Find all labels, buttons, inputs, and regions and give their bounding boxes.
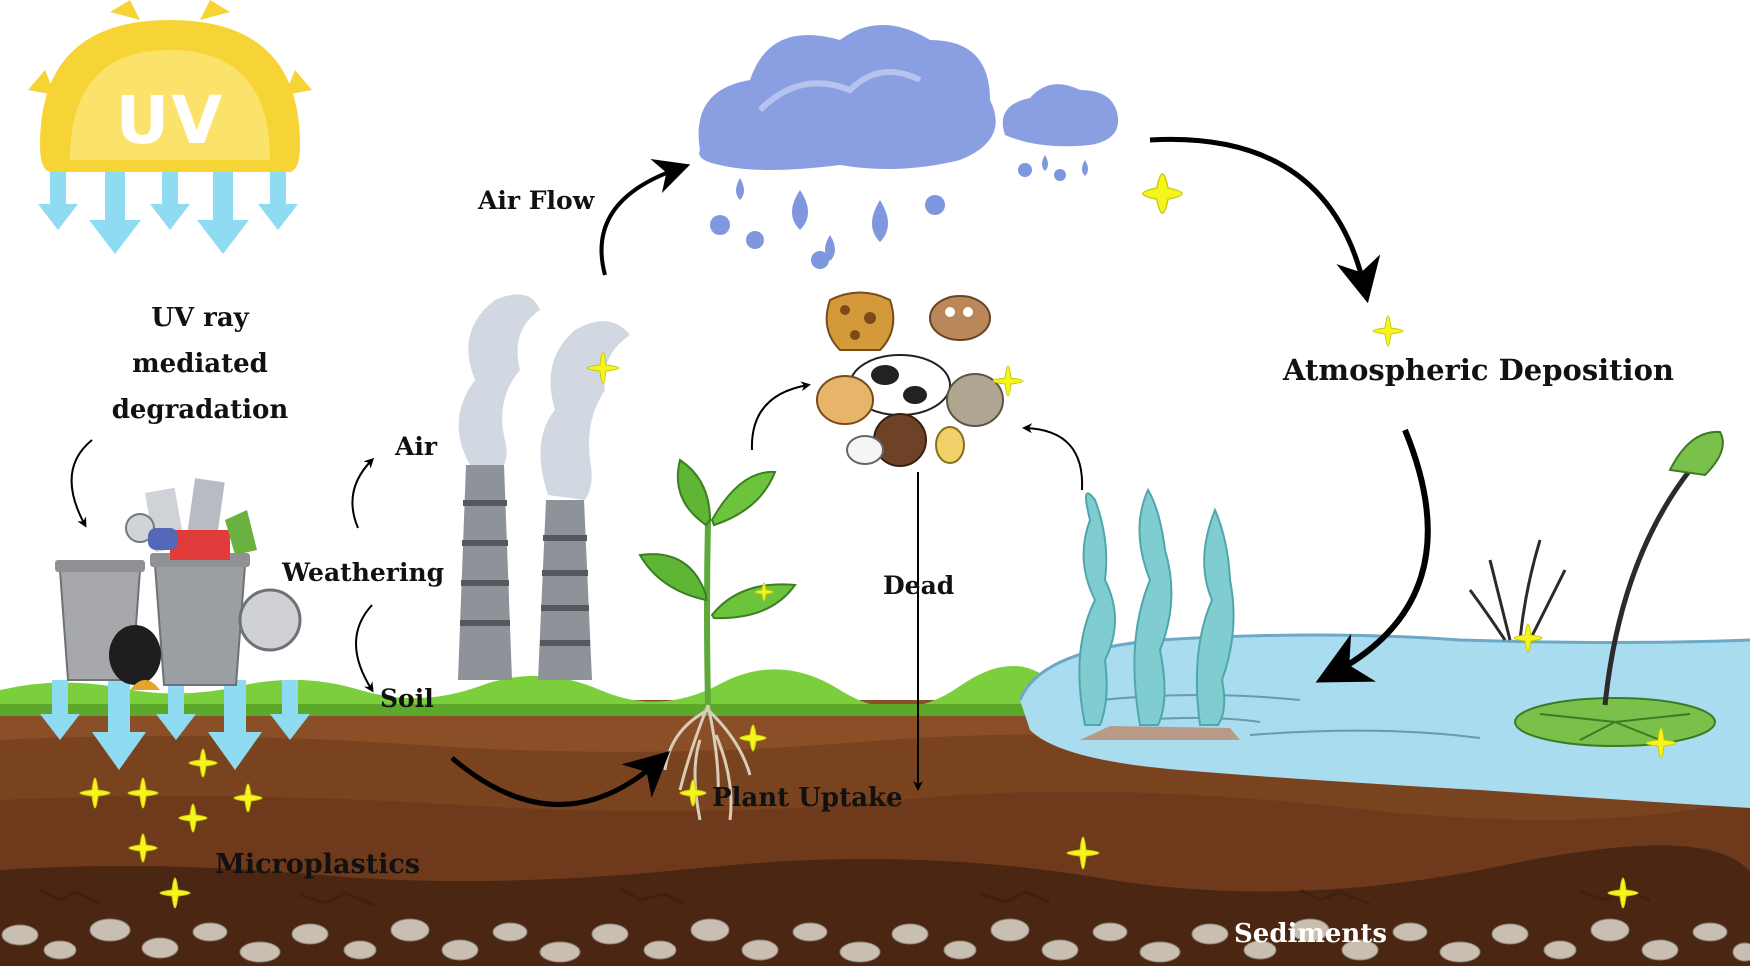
arrow-plant-to-animals: [752, 385, 808, 450]
arrow-seaweed-to-animals: [1025, 428, 1082, 490]
label-weathering: Weathering: [282, 557, 444, 588]
arrow-air-flow: [602, 168, 680, 275]
label-dead: Dead: [883, 570, 954, 601]
label-soil: Soil: [380, 683, 434, 714]
label-uv-degradation: UV ray mediated degradation: [85, 295, 315, 433]
reeds: [1470, 540, 1565, 640]
label-sediments: Sediments: [1234, 918, 1387, 951]
seaweed: [1079, 490, 1233, 725]
trash-cans: [55, 478, 300, 690]
pond: [1020, 432, 1750, 808]
label-atmospheric-deposition: Atmospheric Deposition: [1283, 352, 1674, 388]
animals-cluster: [817, 293, 1003, 467]
arrow-uv-to-trash: [72, 440, 92, 525]
label-uv-degradation-line-2: mediated: [85, 341, 315, 387]
arrow-weathering-to-soil: [356, 605, 372, 690]
label-microplastics: Microplastics: [215, 848, 420, 882]
arrow-weathering-to-air: [352, 460, 372, 528]
clouds: [699, 25, 1119, 269]
grass-strip: [0, 666, 1060, 716]
label-air-flow: Air Flow: [478, 185, 594, 216]
factory: [458, 294, 630, 680]
sun-uv-text: UV: [100, 82, 240, 159]
cattail-head: [1670, 432, 1723, 475]
label-uv-degradation-line-1: UV ray: [85, 295, 315, 341]
label-plant-uptake: Plant Uptake: [712, 782, 903, 815]
arrow-to-deposition-top: [1150, 139, 1365, 290]
label-air: Air: [395, 431, 437, 462]
uv-rays: [38, 172, 298, 254]
label-uv-degradation-line-3: degradation: [85, 387, 315, 433]
